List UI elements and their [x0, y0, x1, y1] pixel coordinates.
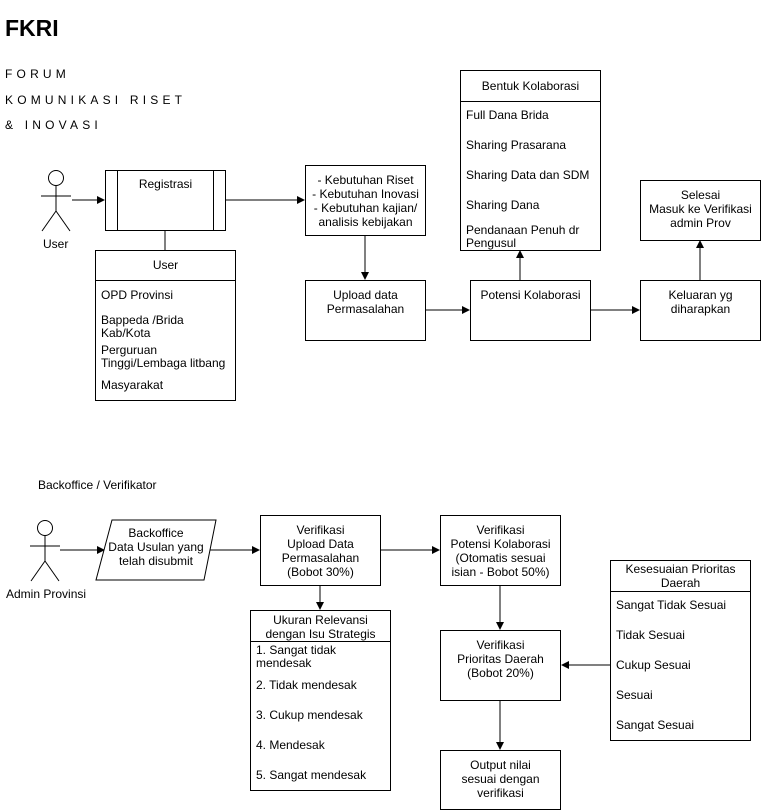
verif-potensi-line-4: isian - Bobot 50%)	[451, 565, 550, 579]
user-box: User OPD Provinsi Bappeda /Brida Kab/Kot…	[95, 250, 236, 401]
upload-box: Upload data Permasalahan	[305, 280, 426, 341]
verif-prioritas-line-2: Prioritas Daerah	[457, 652, 544, 666]
kebutuhan-line-1: - Kebutuhan Riset	[317, 172, 414, 187]
ukuran-title-1: Ukuran Relevansi	[273, 613, 368, 627]
bentuk-item-dana: Sharing Dana	[466, 199, 540, 212]
bentuk-item-pendanaan: Pendanaan Penuh dr Pengusul	[466, 224, 580, 250]
verif-upload-line-4: (Bobot 30%)	[287, 565, 354, 579]
bentuk-title: Bentuk Kolaborasi	[481, 79, 580, 93]
ukuran-item-1: 1. Sangat tidak mendesak	[256, 644, 337, 670]
backoffice-line-1: Backoffice	[128, 526, 184, 540]
kesesuaian-item-1: Sangat Tidak Sesuai	[616, 599, 727, 612]
kesesuaian-item-4: Sesuai	[616, 689, 653, 702]
kesesuaian-box: Kesesuaian Prioritas Daerah Sangat Tidak…	[610, 560, 751, 741]
output-box: Output nilai sesuai dengan verifikasi	[440, 750, 561, 810]
kebutuhan-line-4: analisis kebijakan	[318, 214, 413, 229]
subtitle-line-3: & INOVASI	[5, 118, 102, 132]
potensi-box: Potensi Kolaborasi	[470, 280, 591, 341]
verif-prioritas-box: Verifikasi Prioritas Daerah (Bobot 20%)	[440, 630, 561, 701]
subtitle-line-2: KOMUNIKASI RISET	[5, 93, 187, 107]
verif-potensi-box: Verifikasi Potensi Kolaborasi (Otomatis …	[440, 515, 561, 586]
kebutuhan-line-2: - Kebutuhan Inovasi	[312, 186, 419, 201]
ukuran-item-5: 5. Sangat mendesak	[256, 769, 367, 782]
output-line-3: verifikasi	[477, 786, 524, 800]
section-label-backoffice: Backoffice / Verifikator	[38, 478, 157, 492]
user-box-title: User	[152, 258, 179, 272]
user-item-bappeda: Bappeda /Brida Kab/Kota	[101, 314, 184, 340]
admin-actor-label: Admin Provinsi	[6, 587, 87, 601]
output-line-2: sesuai dengan	[461, 772, 540, 786]
user-item-opd: OPD Provinsi	[101, 289, 174, 302]
verif-prioritas-line-1: Verifikasi	[476, 638, 525, 652]
backoffice-text: Backoffice Data Usulan yang telah disubm…	[104, 526, 208, 568]
verif-upload-line-1: Verifikasi	[296, 523, 345, 537]
verif-upload-line-3: Permasalahan	[281, 551, 360, 565]
verif-prioritas-line-3: (Bobot 20%)	[467, 666, 534, 680]
ukuran-item-3: 3. Cukup mendesak	[256, 709, 363, 722]
backoffice-line-3: telah disubmit	[118, 554, 194, 568]
upload-label: Upload data Permasalahan	[326, 288, 405, 316]
selesai-line-3: admin Prov	[670, 216, 731, 230]
kesesuaian-item-5: Sangat Sesuai	[616, 719, 695, 732]
registrasi-box: Registrasi	[105, 170, 226, 231]
registrasi-label: Registrasi	[138, 177, 193, 191]
verif-potensi-line-1: Verifikasi	[476, 523, 525, 537]
user-actor-label: User	[43, 237, 69, 251]
bentuk-box: Bentuk Kolaborasi Full Dana Brida Sharin…	[460, 70, 601, 251]
bentuk-item-full-dana: Full Dana Brida	[466, 109, 549, 122]
keluaran-box: Keluaran yg diharapkan	[640, 280, 761, 341]
verif-upload-line-2: Upload Data	[287, 537, 354, 551]
admin-actor	[27, 518, 63, 584]
kesesuaian-item-3: Cukup Sesuai	[616, 659, 691, 672]
kesesuaian-title-1: Kesesuaian Prioritas	[625, 562, 736, 576]
verif-potensi-line-3: (Otomatis sesuai	[455, 551, 546, 565]
potensi-label: Potensi Kolaborasi	[480, 288, 581, 302]
backoffice-shape	[95, 519, 217, 581]
kesesuaian-title-2: Daerah	[660, 576, 701, 590]
bentuk-item-data-sdm: Sharing Data dan SDM	[466, 169, 590, 182]
subtitle-line-1: FORUM	[5, 67, 70, 81]
user-actor	[38, 168, 74, 234]
kebutuhan-line-3: - Kebutuhan kajian/	[313, 200, 418, 215]
verif-potensi-line-2: Potensi Kolaborasi	[450, 537, 551, 551]
output-line-1: Output nilai	[470, 758, 531, 772]
stick-figure-icon	[41, 170, 71, 232]
selesai-line-1: Selesai	[680, 188, 721, 202]
selesai-line-2: Masuk ke Verifikasi	[649, 202, 752, 216]
bentuk-item-prasarana: Sharing Prasarana	[466, 139, 567, 152]
ukuran-box: Ukuran Relevansi dengan Isu Strategis 1.…	[250, 610, 391, 791]
backoffice-line-2: Data Usulan yang	[108, 540, 204, 554]
kebutuhan-box: - Kebutuhan Riset - Kebutuhan Inovasi - …	[305, 165, 426, 236]
selesai-box: Selesai Masuk ke Verifikasi admin Prov	[640, 180, 761, 241]
user-item-masyarakat: Masyarakat	[101, 379, 164, 392]
user-item-perguruan: Perguruan Tinggi/Lembaga litbang	[101, 344, 226, 370]
verif-upload-box: Verifikasi Upload Data Permasalahan (Bob…	[260, 515, 381, 586]
ukuran-title-2: dengan Isu Strategis	[265, 627, 376, 641]
kesesuaian-item-2: Tidak Sesuai	[616, 629, 685, 642]
stick-figure-icon	[30, 520, 60, 582]
ukuran-item-4: 4. Mendesak	[256, 739, 325, 752]
page-title: FKRI	[5, 15, 59, 41]
ukuran-item-2: 2. Tidak mendesak	[256, 679, 357, 692]
keluaran-label: Keluaran yg diharapkan	[668, 288, 733, 316]
